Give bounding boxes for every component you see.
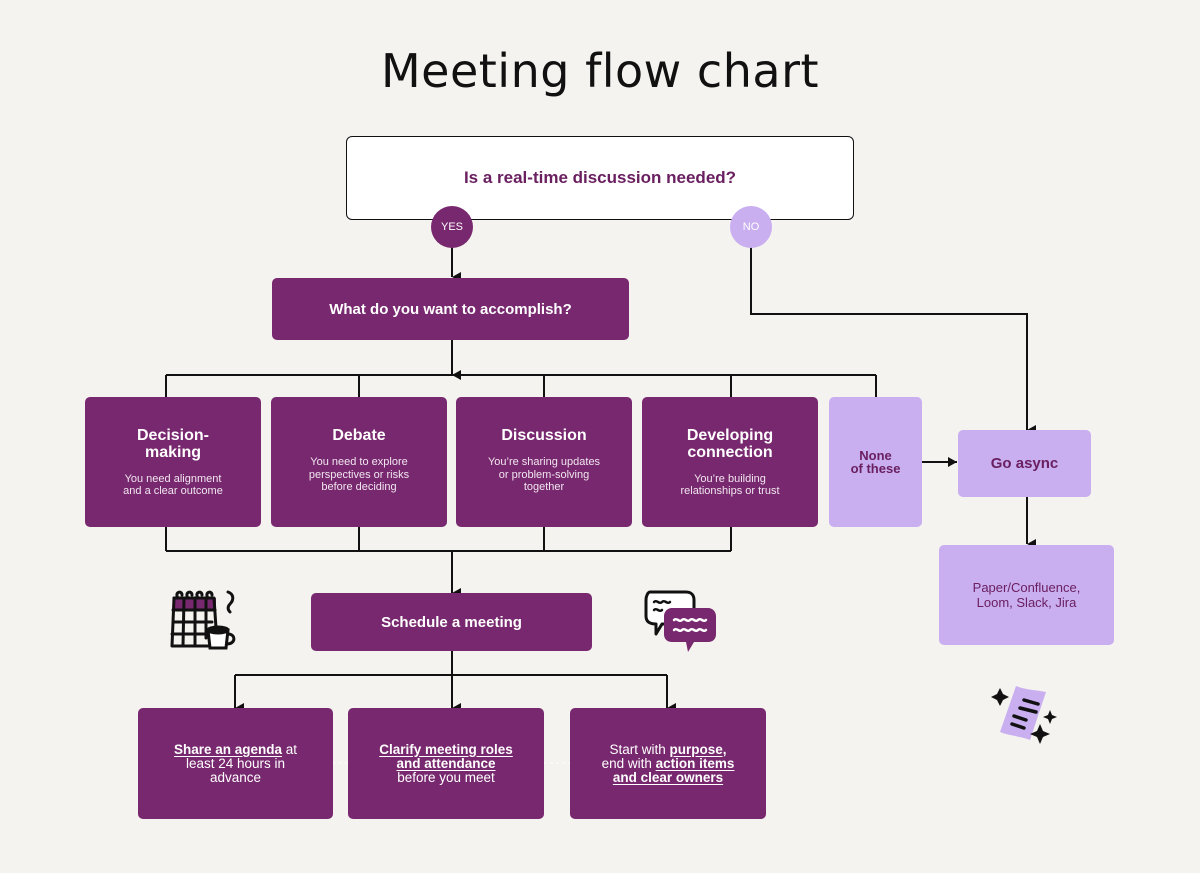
no-label: NO — [742, 221, 760, 233]
async-tools-box: Paper/Confluence, Loom, Slack, Jira — [939, 545, 1114, 645]
action-emphasis: and attendance — [396, 755, 496, 771]
schedule-meeting-label: Schedule a meeting — [381, 613, 522, 631]
action-emphasis: action items — [655, 755, 735, 771]
action-emphasis: and clear owners — [612, 769, 724, 785]
option-title: Decision-making — [136, 426, 209, 461]
no-badge: NO — [730, 206, 772, 248]
option-none-of-these: None of these — [829, 397, 922, 527]
action-emphasis: Clarify meeting roles — [379, 741, 513, 757]
go-async-box: Go async — [958, 430, 1091, 497]
connector-no-to-async — [750, 247, 1036, 435]
chat-bubbles-icon — [644, 590, 716, 652]
yes-badge: YES — [431, 206, 473, 248]
accomplish-question-box: What do you want to accomplish? — [272, 278, 629, 340]
yes-label: YES — [440, 221, 463, 233]
start-question-box: Is a real-time discussion needed? — [346, 136, 854, 220]
sparkle-document-icon — [991, 686, 1057, 744]
go-async-label: Go async — [990, 455, 1059, 472]
action-emphasis: Share an agenda — [173, 741, 283, 757]
page-title: Meeting flow chart — [380, 44, 820, 98]
action-clarify-roles: Clarify meeting roles and attendance bef… — [348, 708, 544, 819]
action-emphasis: purpose, — [669, 741, 727, 757]
option-title: Discussion — [501, 427, 587, 444]
option-title: Debate — [332, 427, 386, 444]
accomplish-question-text: What do you want to accomplish? — [329, 300, 572, 318]
action-share-agenda: Share an agenda at least 24 hours in adv… — [138, 708, 333, 819]
schedule-meeting-box: Schedule a meeting — [311, 593, 592, 651]
start-question-text: Is a real-time discussion needed? — [463, 168, 737, 187]
action-purpose-outcomes: Start with purpose, end with action item… — [570, 708, 766, 819]
calendar-coffee-icon — [170, 590, 236, 650]
